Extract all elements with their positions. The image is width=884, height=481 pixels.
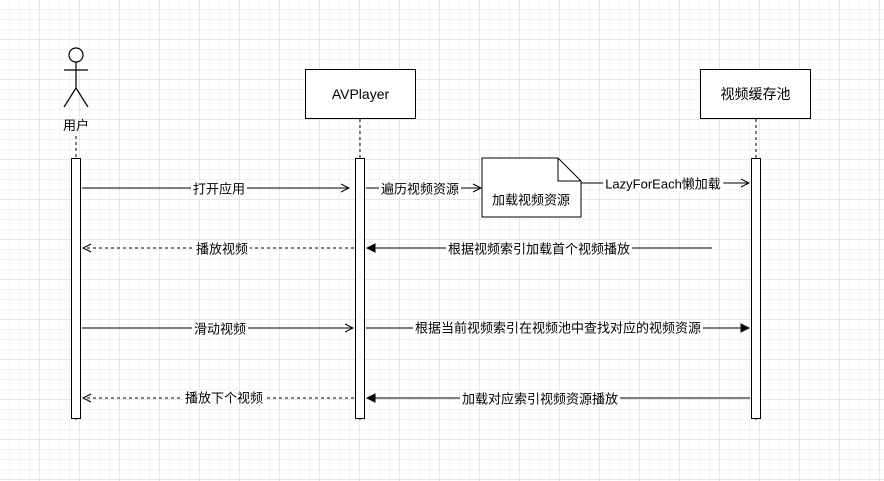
message-label-traverse-resources: 遍历视频资源 xyxy=(378,181,462,197)
message-label-lazy-load: LazyForEach懒加载 xyxy=(603,176,723,192)
activation-bar-cache-pool xyxy=(751,158,761,419)
actor-user-label: 用户 xyxy=(62,118,90,133)
message-label-swipe-video: 滑动视频 xyxy=(191,321,249,337)
activation-bar-avplayer xyxy=(355,158,365,419)
message-label-load-index-play: 加载对应索引视频资源播放 xyxy=(459,391,621,407)
note-label: 加载视频资源 xyxy=(491,192,571,208)
activation-bar-user xyxy=(71,158,81,419)
message-label-load-first-video: 根据视频索引加载首个视频播放 xyxy=(445,241,633,257)
note-shape xyxy=(481,157,582,218)
actor-cache-pool-box: 视频缓存池 xyxy=(700,69,811,119)
actor-avplayer-box: AVPlayer xyxy=(305,69,416,119)
message-label-play-next: 播放下个视频 xyxy=(182,390,266,406)
actor-figure-icon xyxy=(63,47,89,108)
message-label-open-app: 打开应用 xyxy=(190,181,248,197)
message-label-find-in-pool: 根据当前视频索引在视频池中查找对应的视频资源 xyxy=(412,320,704,336)
message-label-play-video: 播放视频 xyxy=(193,241,251,257)
